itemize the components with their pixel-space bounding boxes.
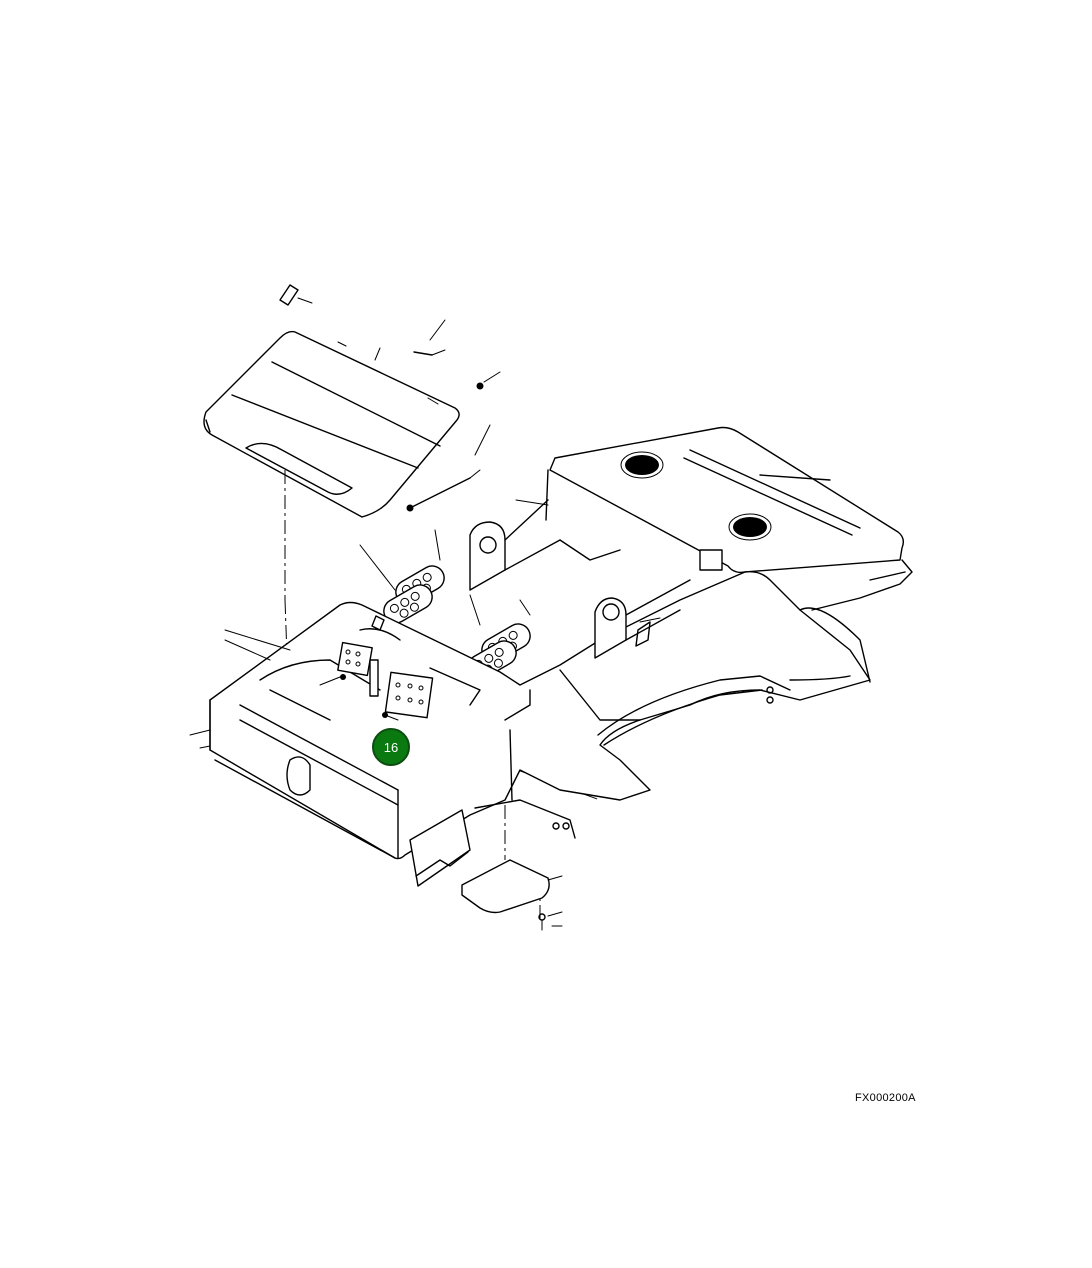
bolt-parts: [279, 284, 501, 512]
callout-16[interactable]: 16: [372, 728, 410, 766]
main-frame: [209, 499, 871, 860]
leader-lines: [189, 629, 291, 749]
under-covers: [409, 809, 563, 931]
top-cover-plate: [203, 330, 460, 518]
rear-frame: [515, 426, 913, 611]
brackets: [319, 615, 434, 721]
figure-code: FX000200A: [855, 1092, 916, 1104]
callout-16-label: 16: [384, 740, 398, 755]
